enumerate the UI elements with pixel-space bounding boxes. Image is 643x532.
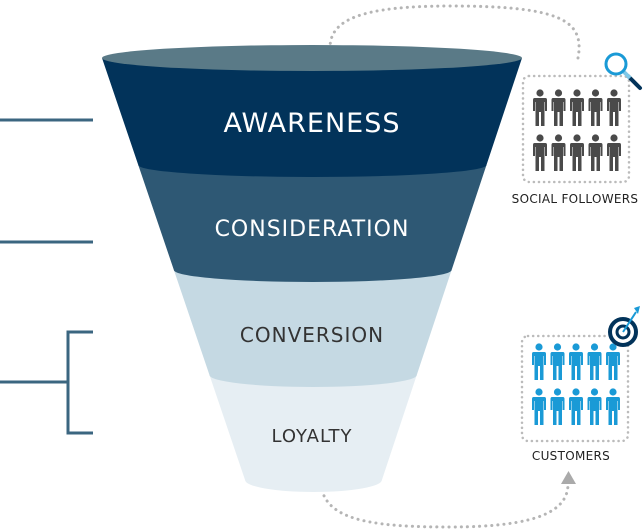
social-followers-label: SOCIAL FOLLOWERS — [512, 192, 639, 206]
funnel-stage-loyalty — [209, 375, 417, 492]
funnel-stage-conversion — [173, 270, 452, 387]
flow-arrows — [320, 4, 581, 529]
customers-box — [520, 334, 630, 443]
person-icon — [606, 388, 620, 425]
person-icon — [569, 388, 583, 425]
person-icon — [532, 388, 546, 425]
funnel-stage-label-loyalty: LOYALTY — [271, 426, 352, 447]
left-connectors — [0, 118, 93, 435]
person-icon — [551, 134, 566, 171]
person-icon — [551, 89, 566, 126]
person-icon — [533, 134, 547, 171]
social-followers-group: SOCIAL FOLLOWERS — [512, 52, 642, 206]
person-icon — [607, 89, 621, 126]
funnel-stage-label-conversion: CONVERSION — [240, 323, 384, 347]
customers-label: CUSTOMERS — [532, 449, 610, 463]
funnel: AWARENESS CONSIDERATION CONVERSION LOYALTY — [102, 45, 522, 492]
person-icon — [588, 134, 603, 171]
funnel-stage-consideration — [138, 165, 487, 282]
target-icon — [608, 306, 640, 347]
person-icon — [606, 343, 620, 380]
bottom-dotted-arc — [320, 482, 570, 529]
customers-group: CUSTOMERS — [520, 306, 640, 463]
funnel-stage-awareness — [102, 58, 522, 177]
person-icon — [550, 388, 565, 425]
social-followers-box — [521, 74, 631, 184]
social-followers-people-icons — [533, 89, 621, 171]
person-icon — [587, 343, 602, 380]
person-icon — [570, 89, 584, 126]
person-icon — [570, 134, 584, 171]
person-icon — [569, 343, 583, 380]
conversion-loyalty-bracket — [0, 330, 93, 435]
person-icon — [550, 343, 565, 380]
funnel-stage-label-awareness: AWARENESS — [223, 108, 400, 139]
customers-people-icons — [532, 343, 620, 425]
person-icon — [587, 388, 602, 425]
funnel-rim — [102, 45, 522, 71]
person-icon — [532, 343, 546, 380]
person-icon — [607, 134, 621, 171]
person-icon — [533, 89, 547, 126]
top-dotted-arc — [328, 4, 581, 60]
magnifier-icon — [604, 52, 642, 90]
funnel-stage-label-consideration: CONSIDERATION — [215, 217, 410, 242]
arrowhead-up-icon — [561, 471, 576, 484]
person-icon — [588, 89, 603, 126]
